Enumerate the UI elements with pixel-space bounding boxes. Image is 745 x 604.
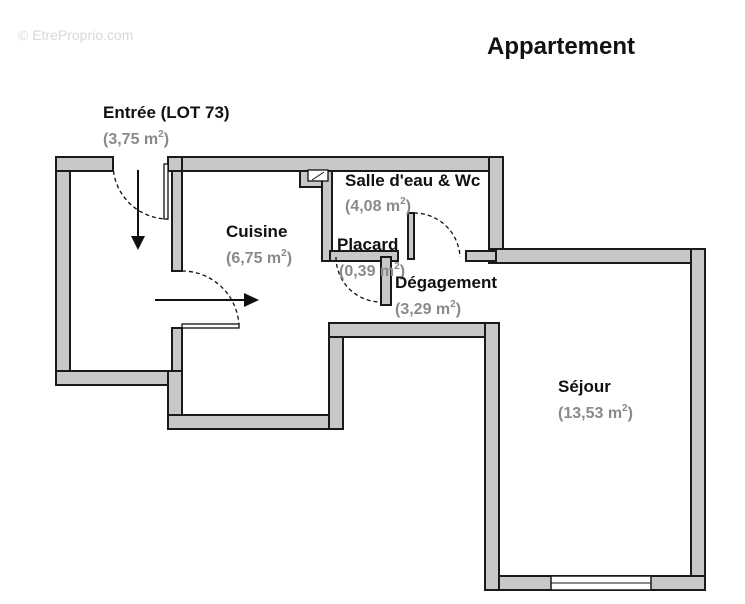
room-name: Placard bbox=[337, 235, 398, 254]
room-name: Cuisine bbox=[226, 222, 287, 241]
arrow-down-icon bbox=[131, 170, 145, 250]
wall-cuisine-bottom bbox=[167, 414, 344, 430]
wall-bath-left bbox=[321, 170, 333, 262]
wall-corner bbox=[167, 156, 183, 172]
room-area: (13,53 m2) bbox=[558, 403, 633, 422]
wall-sejour-top bbox=[488, 248, 706, 264]
room-cuisine: Cuisine (6,75 m2) bbox=[226, 222, 292, 267]
door-placard bbox=[335, 256, 382, 303]
room-name: Entrée (LOT 73) bbox=[103, 103, 230, 122]
sink-detail bbox=[311, 171, 325, 181]
room-area: (0,39 m2) bbox=[339, 261, 405, 280]
door-salle-eau bbox=[413, 212, 461, 258]
wall-sejour-right bbox=[690, 248, 706, 591]
wall-top bbox=[167, 156, 504, 172]
door-entree bbox=[112, 163, 169, 220]
plan-title: Appartement bbox=[487, 33, 635, 60]
room-name: Séjour bbox=[558, 377, 611, 396]
room-salle-eau: Salle d'eau & Wc (4,08 m2) bbox=[345, 171, 480, 215]
door-cuisine bbox=[181, 270, 240, 329]
wall-degagement-bottom bbox=[328, 322, 498, 338]
wall-bath-bottom bbox=[329, 250, 399, 262]
wall-sejour-left bbox=[484, 322, 500, 591]
wall-entree-top-left bbox=[55, 156, 114, 172]
wall-entree-left bbox=[55, 156, 71, 386]
wall-entree-cuisine-upper bbox=[171, 170, 183, 272]
wall-placard-right bbox=[380, 256, 392, 306]
watermark: © EtreProprio.com bbox=[18, 27, 133, 43]
wall-cuisine-step bbox=[328, 322, 344, 430]
room-area: (3,29 m2) bbox=[395, 299, 461, 318]
room-area: (3,75 m2) bbox=[103, 129, 169, 148]
room-name: Salle d'eau & Wc bbox=[345, 171, 480, 190]
arrow-right-icon bbox=[155, 293, 259, 307]
room-area: (6,75 m2) bbox=[226, 248, 292, 267]
room-degagement: Dégagement (3,29 m2) bbox=[395, 273, 497, 318]
window-sejour bbox=[550, 575, 652, 591]
wall-bathroom-right bbox=[488, 156, 504, 252]
wall-bath-bottom-right bbox=[465, 250, 497, 262]
room-placard: Placard (0,39 m2) bbox=[337, 235, 405, 280]
room-sejour: Séjour (13,53 m2) bbox=[558, 377, 633, 422]
walls bbox=[55, 156, 706, 591]
wall-bath-door-jamb bbox=[407, 212, 415, 260]
room-area: (4,08 m2) bbox=[345, 196, 411, 215]
room-name: Dégagement bbox=[395, 273, 497, 292]
wall-entree-bottom bbox=[55, 370, 183, 386]
room-entree: Entrée (LOT 73) (3,75 m2) bbox=[103, 103, 230, 148]
